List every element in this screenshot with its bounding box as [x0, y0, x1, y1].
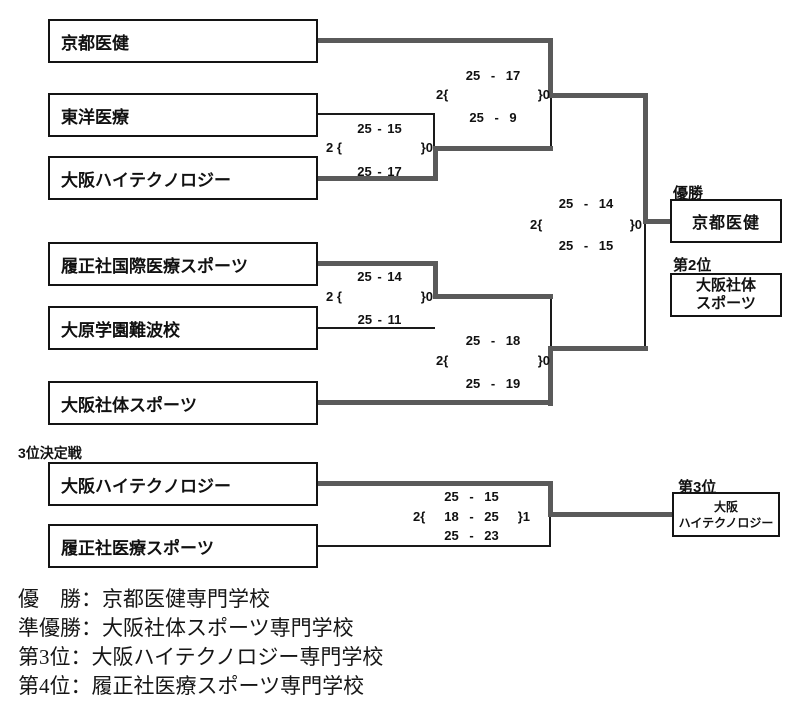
score-final-right-sets: }0: [629, 217, 642, 232]
line-thirdmatch-loser-drop: [549, 515, 551, 547]
score-round1-set2: 25 - 17: [357, 164, 402, 179]
score-semifinal1-set2: 25 - 9: [469, 110, 517, 125]
third-place-label: 第3位: [678, 479, 717, 496]
score-quarter2-set2: 25 - 11: [357, 312, 402, 327]
line-quarter2-winner-join: [433, 261, 438, 298]
score-semifinal2-right-sets: }0: [537, 353, 550, 368]
score-round1-right-sets: }0: [420, 140, 433, 155]
team-box-osaka-shatai: 大阪社体スポーツ: [48, 381, 318, 425]
line-semifinal1-winner-out: [548, 93, 648, 98]
score-final-set2: 25 - 15: [558, 238, 614, 253]
score-round1: 25 - 15 2 { }0 25 - 17: [326, 121, 433, 179]
score-semifinal1-left-sets: 2{: [436, 87, 449, 102]
second-place-label: 第2位: [673, 257, 712, 274]
score-third-left-sets: 2{: [413, 509, 426, 524]
second-place-name-line2: スポーツ: [696, 295, 756, 312]
line-quarter2-winner-out: [433, 294, 553, 299]
score-semifinal2-set1: 25 - 18: [465, 333, 521, 348]
final-standings: 優 勝：京都医健専門学校 準優勝：大阪社体スポーツ専門学校 第3位：大阪ハイテク…: [18, 585, 383, 701]
line-hightech-3rd-out: [318, 481, 553, 486]
line-final-loser-drop: [644, 221, 646, 348]
team-box-toyo-iryo: 東洋医療: [48, 93, 318, 137]
third-place-box: 大阪 ハイテクノロジー: [672, 492, 780, 537]
team-box-riseisha-kokusai: 履正社国際医療スポーツ: [48, 242, 318, 286]
score-final: 25 - 14 2{ }0 25 - 15: [530, 196, 642, 254]
score-third-set1: 25 - 15: [444, 489, 499, 504]
score-quarter2-right-sets: }0: [420, 289, 433, 304]
line-round1-loser-drop: [433, 113, 435, 148]
team-box-osaka-hightech-3rd: 大阪ハイテクノロジー: [48, 462, 318, 506]
score-semifinal1: 25 - 17 2{ }0 25 - 9: [436, 68, 550, 126]
standing-fourth: 第4位：履正社医療スポーツ専門学校: [18, 674, 365, 698]
score-round1-set1: 25 - 15: [357, 121, 402, 136]
score-quarter2: 25 - 14 2 { }0 25 - 11: [326, 269, 433, 327]
champion-box: 京都医健: [670, 199, 782, 243]
standing-runnerup: 準優勝：大阪社体スポーツ専門学校: [18, 616, 354, 640]
second-place-name-line1: 大阪社体: [695, 277, 756, 294]
score-final-set1: 25 - 14: [558, 196, 614, 211]
score-semifinal2: 25 - 18 2{ }0 25 - 19: [436, 333, 550, 391]
score-third-set2: 18 - 25: [444, 509, 499, 524]
line-final-winner-join: [643, 93, 648, 224]
line-toyo-iryo-out: [318, 113, 435, 115]
score-round1-sets: 2 { }0: [326, 140, 433, 155]
score-semifinal2-left-sets: 2{: [436, 353, 449, 368]
line-semifinal2-winner-join: [548, 346, 553, 406]
team-box-osaka-hightech: 大阪ハイテクノロジー: [48, 156, 318, 200]
score-final-sets: 2{ }0: [530, 217, 642, 232]
line-riseisha-iryo-out: [318, 545, 551, 547]
team-box-kyoto-iken: 京都医健: [48, 19, 318, 63]
line-round1-winner-join: [433, 146, 438, 180]
line-final-winner-out: [643, 219, 672, 224]
score-final-left-sets: 2{: [530, 217, 543, 232]
line-osaka-shatai-out: [318, 400, 553, 405]
score-semifinal1-sets: 2{ }0: [436, 87, 550, 102]
score-third-right-sets: }1: [517, 509, 530, 524]
score-round1-left-sets: 2 {: [326, 140, 342, 155]
line-ohara-out: [318, 327, 435, 329]
line-riseisha-kokusai-out: [318, 261, 438, 266]
team-box-ohara-namba: 大原学園難波校: [48, 306, 318, 350]
line-thirdmatch-winner-join: [548, 481, 553, 517]
score-semifinal1-set1: 25 - 17: [465, 68, 521, 83]
score-third-set3: 25 - 23: [444, 528, 499, 543]
team-box-riseisha-iryo-3rd: 履正社医療スポーツ: [48, 524, 318, 568]
score-semifinal2-sets: 2{ }0: [436, 353, 550, 368]
third-place-name-line1: 大阪: [713, 499, 738, 514]
score-third-sets: 2{ 18 - 25 }1: [413, 509, 530, 524]
score-quarter2-sets: 2 { }0: [326, 289, 433, 304]
score-semifinal1-right-sets: }0: [537, 87, 550, 102]
score-third-place-match: 25 - 15 2{ 18 - 25 }1 25 - 23: [413, 489, 530, 545]
line-semifinal1-winner-join: [548, 38, 553, 97]
third-place-section-label: 3位決定戦: [18, 445, 82, 461]
line-osaka-hightech-out: [318, 176, 438, 181]
line-kyoto-iken-out: [318, 38, 553, 43]
champion-label: 優勝: [673, 185, 704, 202]
line-semifinal2-loser-drop: [550, 294, 552, 348]
champion-name: 京都医健: [691, 215, 760, 232]
third-place-name-line2: ハイテクノロジー: [678, 515, 774, 530]
standing-third: 第3位：大阪ハイテクノロジー専門学校: [18, 645, 384, 669]
standing-champion: 優 勝：京都医健専門学校: [18, 587, 270, 611]
line-semifinal2-winner-out: [548, 346, 648, 351]
score-quarter2-left-sets: 2 {: [326, 289, 342, 304]
line-semifinal1-loser-drop: [550, 95, 552, 148]
second-place-box: 大阪社体 スポーツ: [670, 273, 782, 317]
line-thirdmatch-winner-out: [548, 512, 672, 517]
score-semifinal2-set2: 25 - 19: [465, 376, 521, 391]
line-round1-winner-out: [433, 146, 553, 151]
score-quarter2-set1: 25 - 14: [357, 269, 402, 284]
